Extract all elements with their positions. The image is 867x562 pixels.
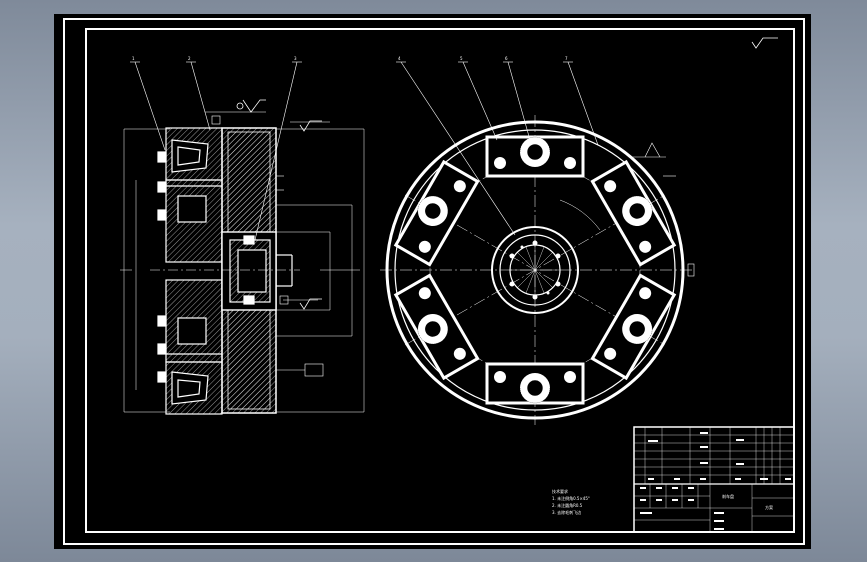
callout-5: 5 bbox=[460, 56, 463, 61]
roughness-symbols bbox=[236, 37, 778, 310]
inner-border bbox=[85, 28, 795, 533]
tech-note-3: 3. 去除毛刺飞边 bbox=[552, 509, 581, 515]
tech-note-1: 1. 未注倒角0.5×45° bbox=[552, 495, 590, 501]
callout-4: 4 bbox=[398, 56, 401, 61]
section-view bbox=[120, 127, 365, 415]
tech-notes-heading: 技术要求 bbox=[552, 488, 568, 494]
front-view bbox=[380, 115, 695, 425]
callout-labels: 1 2 3 4 5 6 7 bbox=[132, 56, 568, 61]
callout-2: 2 bbox=[188, 56, 191, 61]
callout-1: 1 bbox=[132, 56, 135, 61]
callout-7: 7 bbox=[565, 56, 568, 61]
title-block bbox=[633, 426, 795, 533]
front-leaders bbox=[396, 61, 695, 277]
title-block-title: 刹车盘 bbox=[722, 493, 734, 499]
callout-3: 3 bbox=[294, 56, 297, 61]
callout-6: 6 bbox=[505, 56, 508, 61]
title-block-company: 方案 bbox=[765, 504, 773, 510]
tech-note-2: 2. 未注圆角R0.5 bbox=[552, 502, 583, 508]
brake-pads bbox=[394, 135, 676, 405]
outer-border bbox=[63, 18, 805, 545]
section-leaders bbox=[130, 61, 330, 377]
technical-requirements: 技术要求 1. 未注倒角0.5×45° 2. 未注圆角R0.5 3. 去除毛刺飞… bbox=[552, 488, 590, 515]
